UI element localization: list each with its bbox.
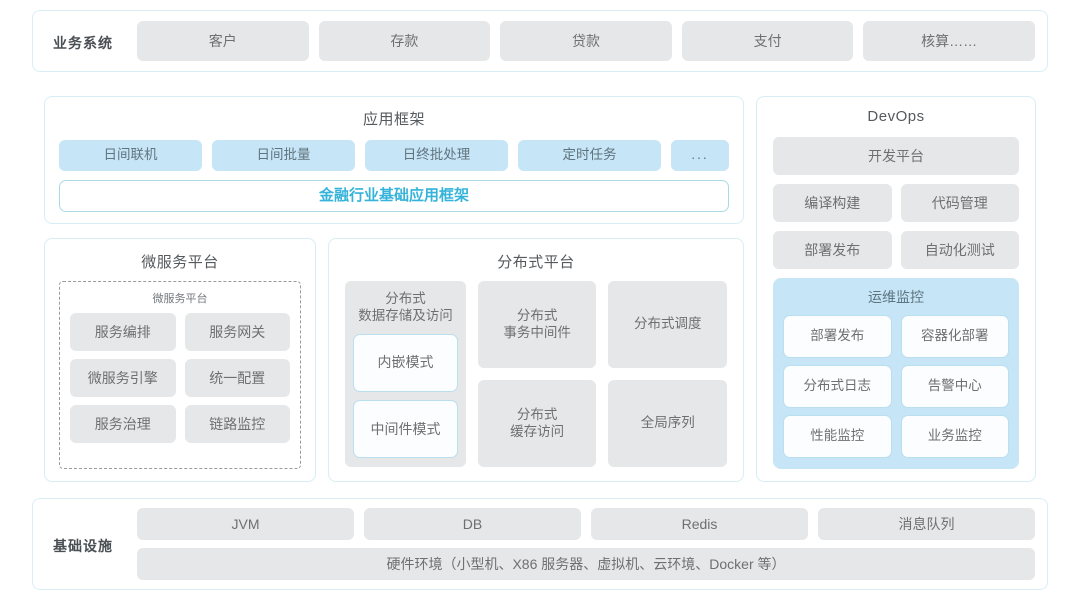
distributed-cache-access[interactable]: 分布式 缓存访问 bbox=[477, 380, 597, 467]
devops-grid: 编译构建 代码管理 部署发布 自动化测试 bbox=[773, 184, 1019, 269]
distributed-scheduling[interactable]: 分布式调度 bbox=[608, 281, 727, 368]
infra-item-db[interactable]: DB bbox=[364, 508, 581, 540]
app-framework-item-scheduled-task[interactable]: 定时任务 bbox=[518, 140, 661, 171]
devops-panel: DevOps 开发平台 编译构建 代码管理 部署发布 自动化测试 运维监控 部署… bbox=[756, 96, 1036, 482]
financial-base-framework-banner[interactable]: 金融行业基础应用框架 bbox=[59, 180, 729, 212]
infrastructure-components-row: JVM DB Redis 消息队列 bbox=[137, 508, 1035, 540]
distributed-platform-panel: 分布式平台 分布式 数据存储及访问 内嵌模式 中间件模式 分布式 事务中间件 分… bbox=[328, 238, 744, 482]
business-item-deposit[interactable]: 存款 bbox=[318, 21, 491, 61]
business-item-accounting[interactable]: 核算…… bbox=[863, 21, 1035, 61]
business-item-loan[interactable]: 贷款 bbox=[500, 21, 672, 61]
business-systems-chips: 客户 存款 贷款 支付 核算…… bbox=[137, 21, 1035, 61]
ops-monitoring-group: 运维监控 部署发布 容器化部署 分布式日志 告警中心 性能监控 业务监控 bbox=[773, 278, 1019, 469]
microservice-item-governance[interactable]: 服务治理 bbox=[70, 405, 176, 443]
infra-item-jvm[interactable]: JVM bbox=[137, 508, 354, 540]
microservice-item-unified-config[interactable]: 统一配置 bbox=[184, 359, 290, 397]
business-systems-panel: 业务系统 客户 存款 贷款 支付 核算…… bbox=[32, 10, 1048, 72]
global-sequence[interactable]: 全局序列 bbox=[608, 380, 727, 467]
devops-item-dev-platform[interactable]: 开发平台 bbox=[773, 137, 1019, 175]
distributed-transaction-middleware[interactable]: 分布式 事务中间件 bbox=[477, 281, 597, 368]
microservice-platform-grid: 服务编排 服务网关 微服务引擎 统一配置 服务治理 链路监控 bbox=[70, 313, 290, 443]
business-item-payment[interactable]: 支付 bbox=[681, 21, 854, 61]
infrastructure-panel: 基础设施 JVM DB Redis 消息队列 硬件环境（小型机、X86 服务器、… bbox=[32, 498, 1048, 590]
app-framework-item-more[interactable]: ... bbox=[671, 140, 729, 171]
devops-body: 开发平台 编译构建 代码管理 部署发布 自动化测试 运维监控 部署发布 容器化部… bbox=[773, 137, 1019, 469]
ops-item-performance-monitoring[interactable]: 性能监控 bbox=[783, 415, 892, 458]
ops-monitoring-grid: 部署发布 容器化部署 分布式日志 告警中心 性能监控 业务监控 bbox=[783, 315, 1009, 458]
infra-item-redis[interactable]: Redis bbox=[591, 508, 808, 540]
application-framework-chips: 日间联机 日间批量 日终批处理 定时任务 ... bbox=[59, 140, 729, 171]
microservice-platform-subtitle: 微服务平台 bbox=[152, 293, 208, 305]
ops-item-alert-center[interactable]: 告警中心 bbox=[900, 365, 1009, 408]
microservice-item-orchestration[interactable]: 服务编排 bbox=[70, 313, 176, 351]
distributed-platform-body: 分布式 数据存储及访问 内嵌模式 中间件模式 分布式 事务中间件 分布式 缓存访… bbox=[345, 281, 727, 467]
business-systems-label: 业务系统 bbox=[53, 35, 113, 51]
microservice-platform-title: 微服务平台 bbox=[141, 254, 219, 271]
distributed-platform-column-1: 分布式 数据存储及访问 内嵌模式 中间件模式 bbox=[345, 281, 466, 467]
ops-monitoring-title: 运维监控 bbox=[868, 289, 924, 305]
ops-item-containerized-deploy[interactable]: 容器化部署 bbox=[900, 315, 1009, 358]
infra-item-message-queue[interactable]: 消息队列 bbox=[818, 508, 1035, 540]
devops-title: DevOps bbox=[867, 108, 925, 125]
microservice-platform-dashed-group: 微服务平台 服务编排 服务网关 微服务引擎 统一配置 服务治理 链路监控 bbox=[59, 281, 301, 469]
devops-item-compile-build[interactable]: 编译构建 bbox=[773, 184, 892, 222]
microservice-item-gateway[interactable]: 服务网关 bbox=[184, 313, 290, 351]
devops-item-deploy-release[interactable]: 部署发布 bbox=[773, 231, 892, 269]
devops-item-code-management[interactable]: 代码管理 bbox=[900, 184, 1019, 222]
business-item-customer[interactable]: 客户 bbox=[137, 21, 309, 61]
application-framework-panel: 应用框架 日间联机 日间批量 日终批处理 定时任务 ... 金融行业基础应用框架 bbox=[44, 96, 744, 224]
application-framework-title: 应用框架 bbox=[362, 111, 425, 128]
distributed-platform-column-2: 分布式 事务中间件 分布式 缓存访问 bbox=[477, 281, 597, 467]
distributed-platform-column-3: 分布式调度 全局序列 bbox=[608, 281, 727, 467]
distributed-platform-title: 分布式平台 bbox=[497, 254, 575, 271]
devops-item-automated-testing[interactable]: 自动化测试 bbox=[900, 231, 1019, 269]
ops-item-business-monitoring[interactable]: 业务监控 bbox=[900, 415, 1009, 458]
infra-item-hardware-environment[interactable]: 硬件环境（小型机、X86 服务器、虚拟机、云环境、Docker 等） bbox=[137, 548, 1035, 580]
infrastructure-body: JVM DB Redis 消息队列 硬件环境（小型机、X86 服务器、虚拟机、云… bbox=[137, 508, 1035, 580]
ops-item-deploy-release[interactable]: 部署发布 bbox=[783, 315, 892, 358]
microservice-platform-panel: 微服务平台 微服务平台 服务编排 服务网关 微服务引擎 统一配置 服务治理 链路… bbox=[44, 238, 316, 482]
microservice-item-tracing[interactable]: 链路监控 bbox=[184, 405, 290, 443]
ops-item-distributed-logging[interactable]: 分布式日志 bbox=[783, 365, 892, 408]
storage-mode-embedded[interactable]: 内嵌模式 bbox=[353, 333, 458, 392]
distributed-data-storage-card[interactable]: 分布式 数据存储及访问 内嵌模式 中间件模式 bbox=[345, 281, 466, 467]
microservice-item-engine[interactable]: 微服务引擎 bbox=[70, 359, 176, 397]
app-framework-item-daytime-batch[interactable]: 日间批量 bbox=[212, 140, 355, 171]
app-framework-item-daytime-online[interactable]: 日间联机 bbox=[59, 140, 202, 171]
infrastructure-label: 基础设施 bbox=[53, 538, 113, 554]
storage-mode-middleware[interactable]: 中间件模式 bbox=[353, 399, 458, 458]
distributed-data-storage-title: 分布式 数据存储及访问 bbox=[358, 291, 453, 323]
app-framework-item-eod-batch[interactable]: 日终批处理 bbox=[365, 140, 508, 171]
